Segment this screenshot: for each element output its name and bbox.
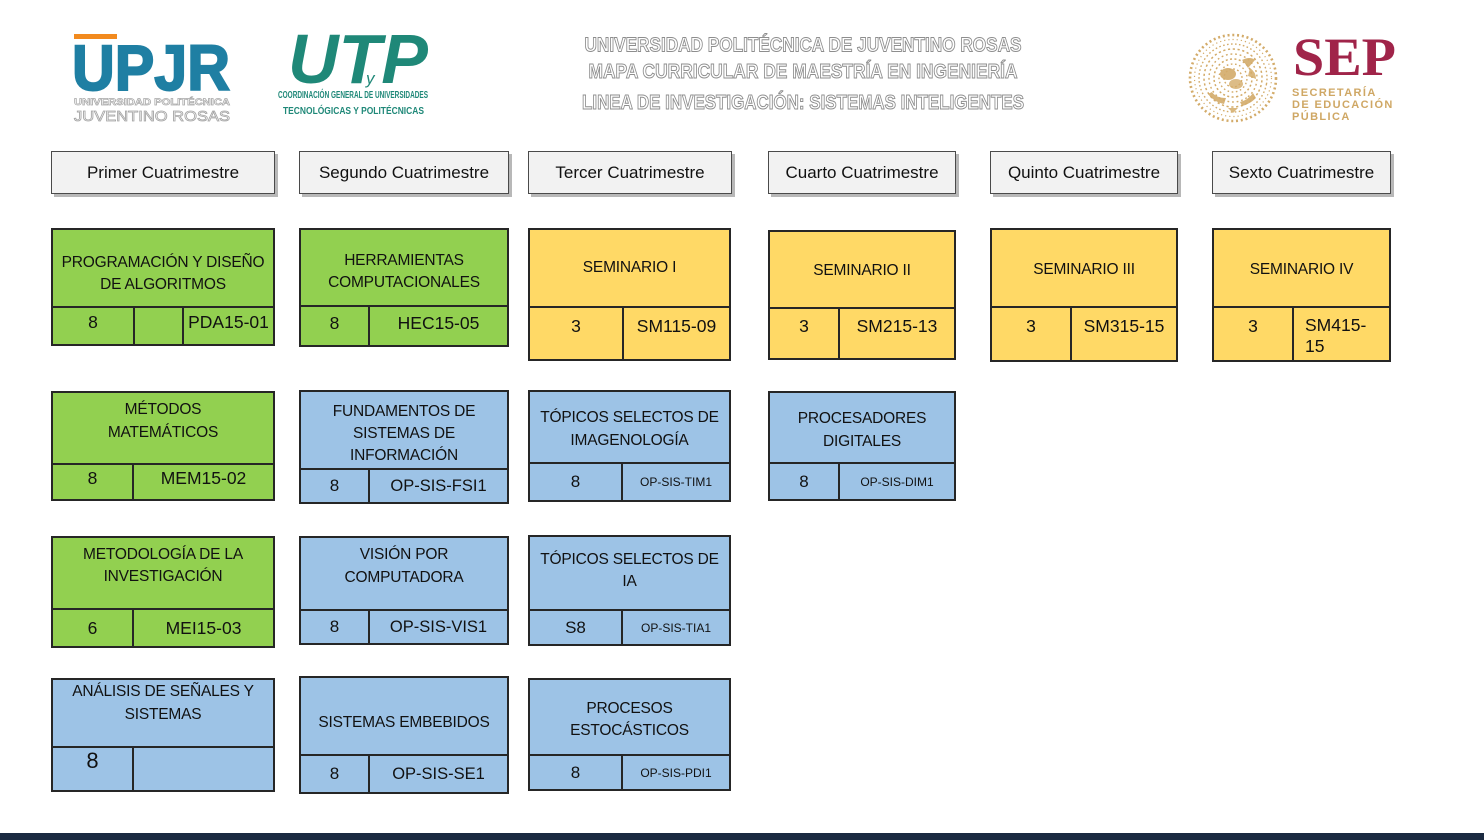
svg-text:LINEA DE INVESTIGACIÓN: SISTEM: LINEA DE INVESTIGACIÓN: SISTEMAS INTELIG… [582,90,1024,114]
svg-text:UNIVERSIDAD POLITÉCNICA: UNIVERSIDAD POLITÉCNICA [74,97,230,108]
svg-text:SEP: SEP [1293,28,1396,84]
svg-text:MAPA CURRICULAR DE MAESTRÍA EN: MAPA CURRICULAR DE MAESTRÍA EN INGENIERÍ… [589,60,1018,83]
svg-text:UTP: UTP [288,28,428,98]
svg-text:UPJR: UPJR [72,32,230,104]
svg-text:COORDINACIÓN GENERAL DE UNIVER: COORDINACIÓN GENERAL DE UNIVERSIDADES [278,88,428,101]
svg-text:TECNOLÓGICAS Y POLITÉCNICAS: TECNOLÓGICAS Y POLITÉCNICAS [283,104,424,117]
svg-text:JUVENTINO ROSAS: JUVENTINO ROSAS [74,108,230,125]
svg-text:UNIVERSIDAD POLITÉCNICA DE JUV: UNIVERSIDAD POLITÉCNICA DE JUVENTINO ROS… [585,33,1022,56]
svg-text:y: y [365,69,376,88]
